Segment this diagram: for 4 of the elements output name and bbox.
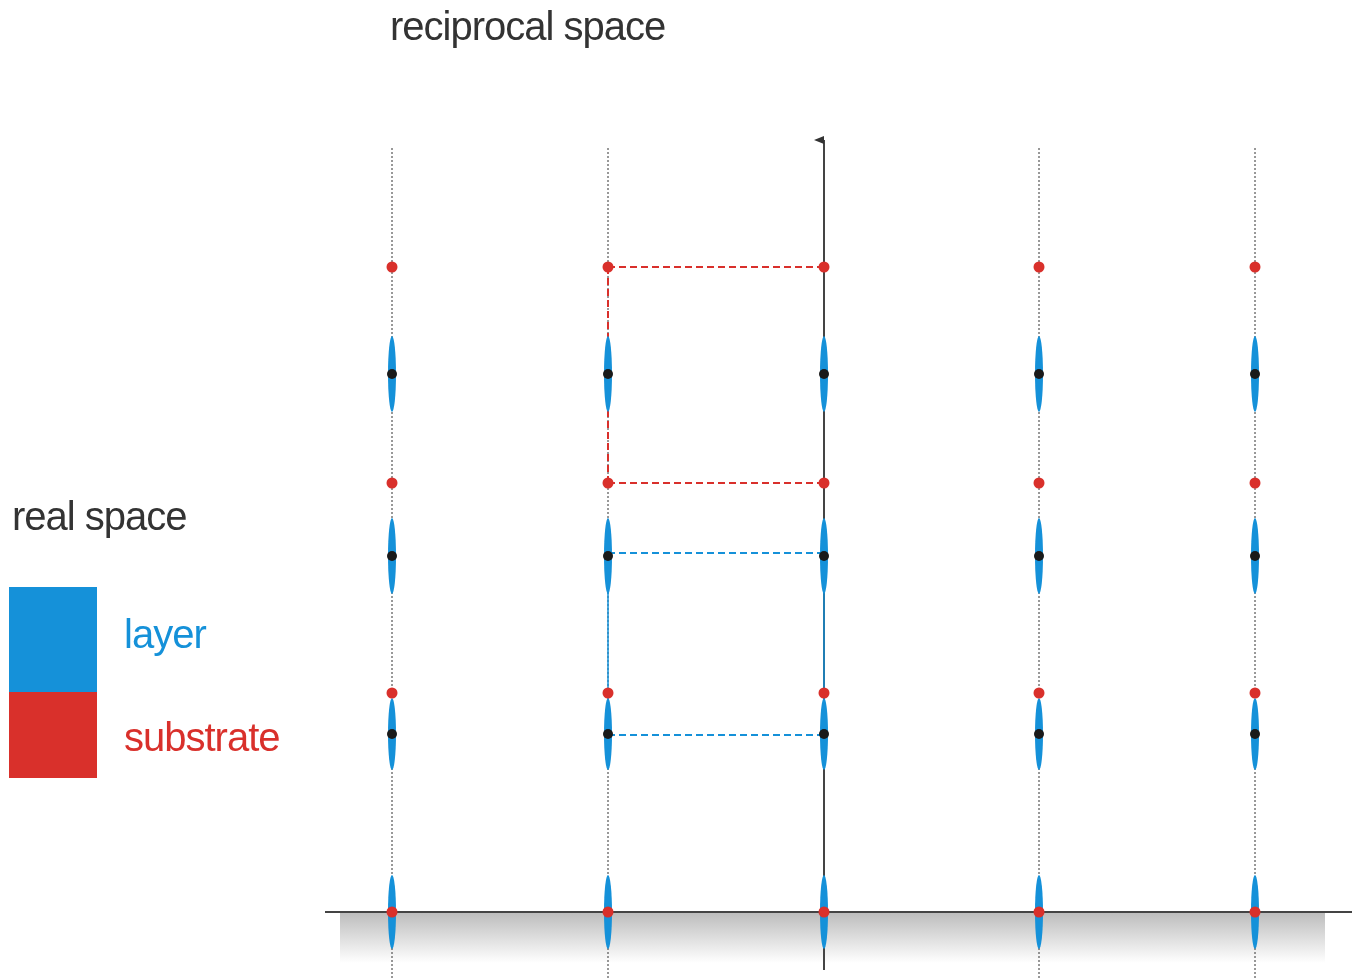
legend-label: substrate xyxy=(124,715,280,760)
section-label: real space xyxy=(12,494,187,539)
legend-label: layer xyxy=(124,612,206,657)
diagram-title: reciprocal space xyxy=(390,4,666,49)
